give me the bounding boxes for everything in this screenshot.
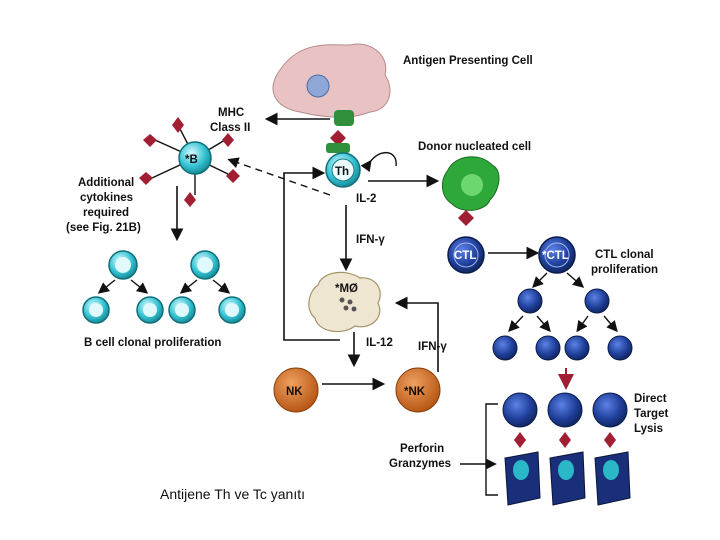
caption: Antijene Th ve Tc yanıtı	[160, 486, 305, 502]
antigen-marker	[330, 130, 346, 146]
cytokines-line4: (see Fig. 21B)	[66, 222, 141, 234]
b-label: *B	[185, 154, 198, 166]
il12-label: IL-12	[366, 337, 393, 349]
ctl-proliferation-line2: proliferation	[591, 264, 658, 276]
lysis-line1: Direct	[634, 393, 667, 405]
ctl-label: CTL	[454, 250, 476, 262]
cytokines-line1: Additional	[78, 177, 134, 189]
perforin-label: Perforin	[400, 443, 444, 455]
nk-label: NK	[286, 386, 303, 398]
b-cell-proliferation	[82, 250, 246, 324]
target-lysis-group	[502, 392, 631, 506]
activated-nk-cell: *NK	[395, 367, 441, 413]
macrophage-label: *MØ	[335, 283, 358, 295]
ifn-label-2: IFN-γ	[418, 341, 447, 353]
ifn-label-1: IFN-γ	[356, 234, 385, 246]
macrophage: *MØ	[308, 271, 381, 333]
b-cell: *B	[139, 117, 240, 207]
ctl-proliferation	[492, 288, 633, 361]
lysis-line3: Lysis	[634, 423, 663, 435]
nk-cell: NK	[273, 367, 319, 413]
b-proliferation-label: B cell clonal proliferation	[84, 337, 221, 349]
cytokines-line3: required	[83, 207, 129, 219]
donor-label: Donor nucleated cell	[418, 141, 531, 153]
il2-label: IL-2	[356, 193, 376, 205]
th-label: Th	[335, 166, 349, 178]
donor-nucleated-cell	[442, 156, 500, 211]
mhc-label-line2: Class II	[210, 122, 250, 134]
ctl-cell: CTL	[447, 236, 485, 274]
th-cell: Th	[325, 152, 361, 188]
nk-activated-label: *NK	[404, 386, 426, 398]
mhc-label-line1: MHC	[218, 107, 244, 119]
activated-ctl-cell: *CTL	[538, 236, 576, 274]
ctl-activated-label: *CTL	[542, 250, 569, 262]
granzymes-label: Granzymes	[389, 458, 451, 470]
ctl-proliferation-line1: CTL clonal	[595, 249, 654, 261]
mhc-receptor	[334, 110, 354, 126]
lysis-line2: Target	[634, 408, 668, 420]
cytokines-line2: cytokines	[80, 192, 133, 204]
antigen-presenting-cell	[272, 43, 391, 126]
apc-label: Antigen Presenting Cell	[403, 55, 533, 67]
